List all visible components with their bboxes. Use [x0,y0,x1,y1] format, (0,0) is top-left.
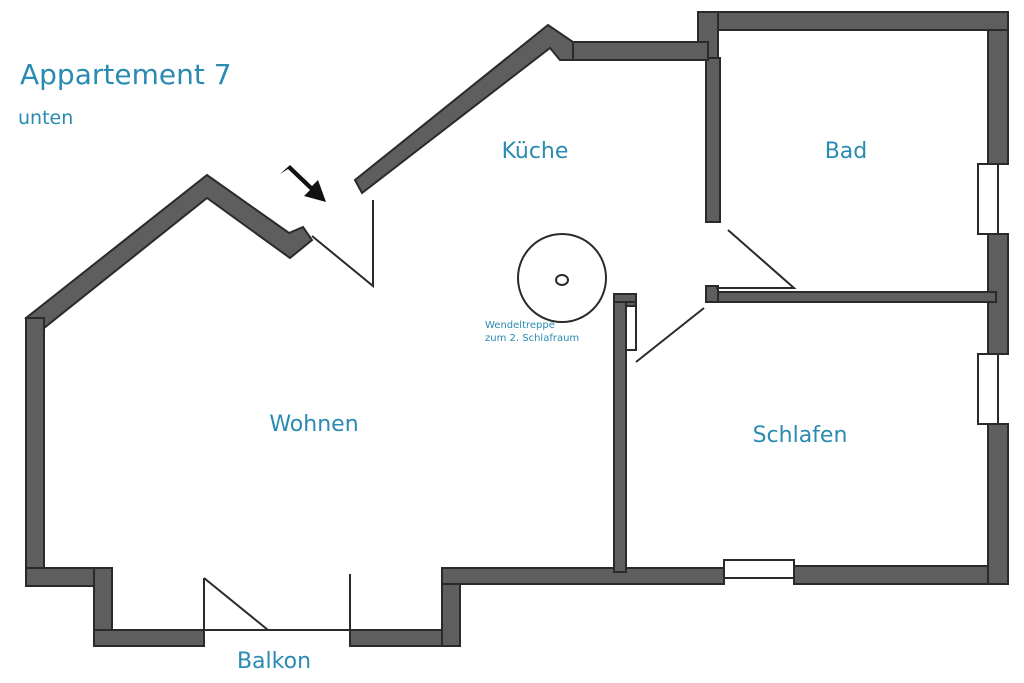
page-title: Appartement 7 [20,58,232,91]
stair-note-line-1: Wendeltreppe [485,320,555,331]
wall-left [25,317,45,587]
door-balkon-right [268,574,351,631]
wall-bottom-right [441,567,725,585]
door-entrance [311,200,374,289]
window-schlafen-bottom [723,559,795,579]
doors [203,200,797,631]
entrance-arrow-icon [280,165,326,202]
door-bad [716,229,797,289]
wall-bad-left [705,57,721,223]
wall-bottom-schlafen [793,565,1009,585]
room-label-schlafen: Schlafen [753,423,848,448]
room-label-wohnen: Wohnen [269,412,358,437]
windows [723,163,999,579]
window-bad [977,163,999,235]
wall-balkon-bottom-left [93,629,205,647]
window-schlafen-right [977,353,999,425]
wall-right-bottom [987,423,1009,585]
door-schlafen [635,307,705,363]
wall-schlafen-left-inner [625,301,637,351]
door-balkon-left [203,577,271,631]
stair-note-line-2: zum 2. Schlafraum [485,333,579,344]
room-label-balkon: Balkon [237,649,311,674]
room-label-bad: Bad [825,139,868,164]
room-label-kueche: Küche [502,139,569,164]
wall-schlafen-left-lower [613,301,627,573]
spiral-staircase-icon [517,233,607,323]
wall-wohnen-roof [24,173,314,330]
page-subtitle: unten [18,107,73,129]
wall-divider-bad-schlafen [705,291,997,303]
wall-right-top [987,11,1009,165]
wall-divider-stub [705,285,719,303]
wall-kueche-roof [353,23,574,195]
walls [24,11,1009,647]
wall-top-kueche [567,41,709,61]
wall-top-bad [697,11,1009,31]
